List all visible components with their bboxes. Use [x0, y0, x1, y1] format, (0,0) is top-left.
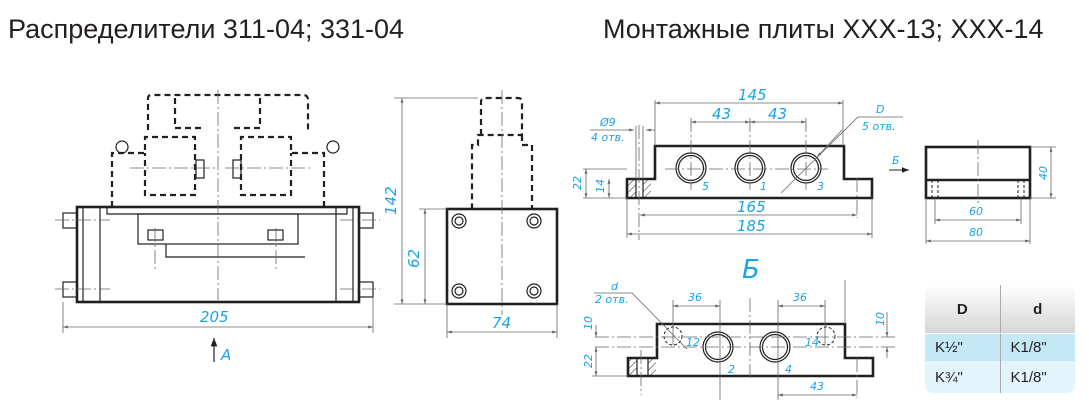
cell-d: K1/8" — [999, 361, 1076, 393]
table-row: K¾" K1/8" — [925, 361, 1075, 393]
valve-side-view: 142 62 74 — [382, 90, 559, 338]
cell-D: K¾" — [935, 368, 963, 386]
dim-43-a: 43 — [712, 105, 731, 123]
dim-22-bottom: 22 — [582, 354, 595, 368]
dim-22: 22 — [571, 176, 584, 190]
dim-80: 80 — [969, 226, 983, 239]
dim-142: 142 — [382, 186, 400, 215]
dim-14: 14 — [594, 179, 607, 193]
port-1: 1 — [760, 180, 767, 193]
plate-side-view: 40 60 80 — [924, 140, 1056, 244]
thread-size-table: D d K½" K1/8" K¾" K1/8" — [925, 285, 1075, 393]
dim-60: 60 — [969, 205, 983, 218]
dim-36-left: 36 — [688, 291, 702, 304]
port-5: 5 — [702, 180, 709, 193]
dim-205: 205 — [200, 308, 229, 326]
table-row: K½" K1/8" — [925, 333, 1075, 361]
valve-front-view: 205 A — [55, 90, 380, 364]
plate-front-view: 5 1 3 145 43 43 Ø9 4 отв. D 5 отв. 22 14… — [571, 86, 909, 240]
table-header: D d — [925, 285, 1075, 333]
dim-165: 165 — [737, 198, 766, 216]
dim-10-right: 10 — [874, 312, 887, 326]
port-2: 2 — [728, 363, 735, 376]
header-d: d — [999, 285, 1076, 333]
hole-note-d: d — [611, 280, 619, 293]
plate-bottom-view: Б 12 2 4 14 d 2 отв. 36 36 10 22 10 — [582, 255, 895, 400]
hole-count-2: 2 отв. — [595, 293, 629, 306]
dim-40: 40 — [1037, 166, 1050, 180]
dim-185: 185 — [737, 217, 766, 235]
dim-10-left: 10 — [582, 316, 595, 330]
cell-d: K1/8" — [999, 334, 1076, 361]
port-12: 12 — [686, 336, 700, 349]
view-label-b: Б — [892, 154, 900, 167]
title-valves: Распределители 311-04; 331-04 — [8, 14, 405, 44]
dim-36-right: 36 — [793, 291, 807, 304]
dim-43-b: 43 — [768, 105, 787, 123]
port-14: 14 — [805, 336, 819, 349]
port-count-5: 5 отв. — [862, 120, 896, 133]
dim-145: 145 — [738, 86, 767, 104]
dim-43-bottom: 43 — [810, 380, 824, 393]
cell-D: K½" — [935, 339, 963, 356]
port-3: 3 — [817, 180, 824, 193]
port-note-d: D — [876, 103, 884, 116]
view-title-b: Б — [742, 255, 760, 285]
title-mounting-plates: Монтажные плиты ХХХ-13; ХХХ-14 — [603, 14, 1044, 44]
dim-74: 74 — [492, 314, 511, 332]
hole-note-d9: Ø9 — [599, 116, 616, 129]
hole-count-4: 4 отв. — [591, 131, 625, 144]
header-D: D — [956, 300, 968, 318]
port-4: 4 — [785, 363, 792, 376]
dim-62: 62 — [405, 249, 423, 268]
view-label-a: A — [220, 346, 231, 364]
